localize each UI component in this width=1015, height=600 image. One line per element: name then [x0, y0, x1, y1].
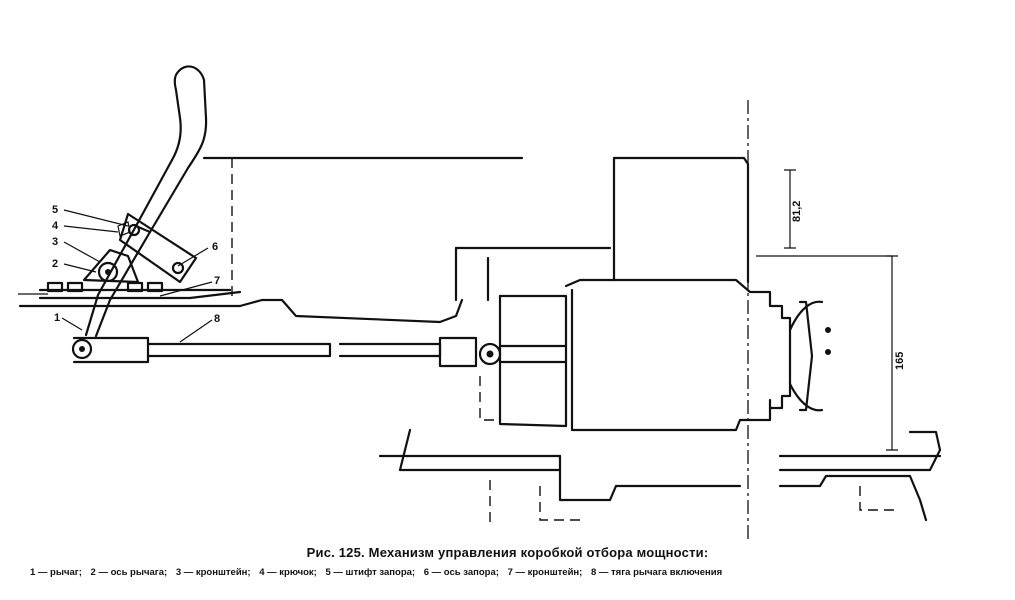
callout-1: 1	[54, 312, 60, 324]
legend-item-5: 5 — штифт запора;	[325, 567, 416, 578]
legend-item-2: 2 — ось рычага;	[90, 567, 168, 578]
figure-legend: 1 — рычаг; 2 — ось рычага; 3 — кронштейн…	[30, 567, 1000, 578]
legend-item-1: 1 — рычаг;	[30, 567, 82, 578]
callout-leaders	[61, 209, 213, 343]
legend-item-6: 6 — ось запора;	[423, 567, 499, 578]
callout-2: 2	[52, 258, 58, 270]
latch-plate	[117, 212, 198, 284]
legend-item-7: 7 — кронштейн;	[507, 567, 583, 578]
callout-5: 5	[52, 204, 58, 216]
floor-line	[18, 298, 464, 324]
callout-6: 6	[212, 241, 218, 253]
rod-8	[71, 336, 568, 368]
chassis	[378, 376, 942, 528]
mechanism-drawing: 5 4 3 2 1 6 7 8 81,2 165	[18, 65, 942, 540]
legend-item-4: 4 — крючок;	[259, 567, 317, 578]
pto-gearbox	[454, 156, 892, 432]
callout-4: 4	[52, 220, 59, 232]
bracket-3	[82, 248, 140, 284]
legend-item-8: 8 — тяга рычага включения	[590, 567, 723, 578]
frame-outline	[202, 100, 749, 540]
lever-1	[84, 65, 208, 338]
dimension-upper: 81,2	[791, 201, 803, 222]
callout-3: 3	[52, 236, 58, 248]
bracket-7	[18, 281, 242, 300]
callout-7: 7	[214, 275, 220, 287]
legend-item-3: 3 — кронштейн;	[175, 567, 251, 578]
dimension-marks	[784, 169, 898, 451]
callout-8: 8	[214, 313, 220, 325]
dimension-height: 165	[894, 352, 906, 370]
figure-caption: Рис. 125. Механизм управления коробкой о…	[306, 545, 709, 560]
